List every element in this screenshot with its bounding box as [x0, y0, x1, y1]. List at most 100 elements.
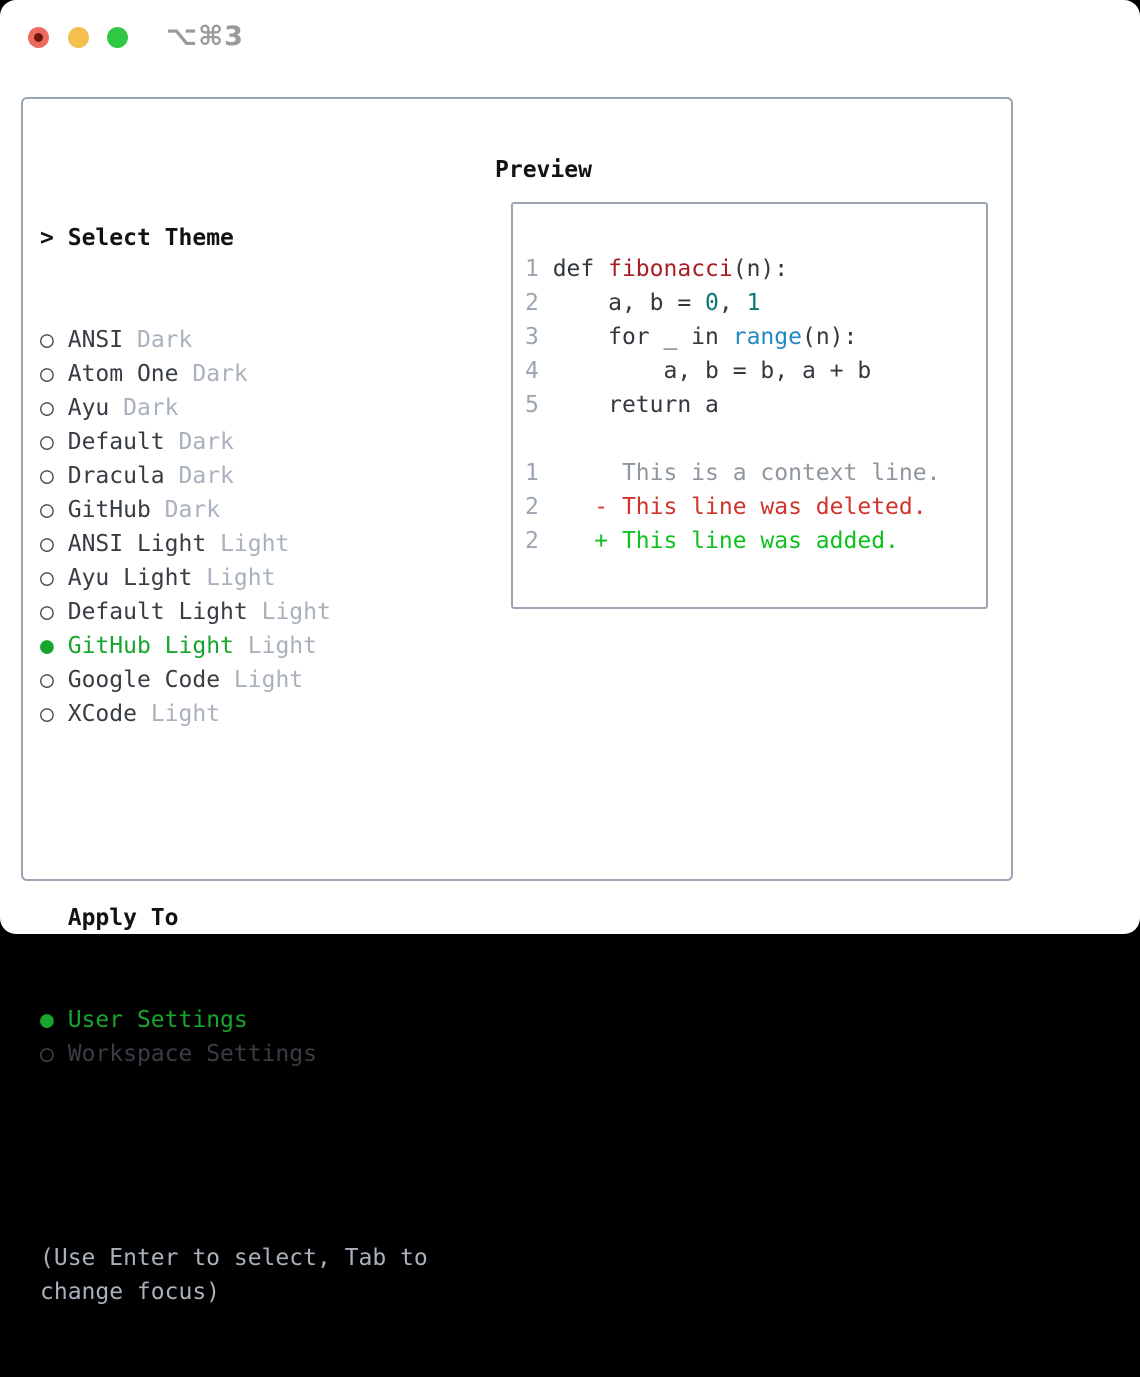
window-shortcut-label: ⌥⌘3: [166, 21, 244, 52]
radio-unselected-icon: ○: [40, 701, 54, 727]
theme-option-ansi-light[interactable]: ○ ANSI Light Light: [40, 527, 456, 561]
line-number: 2: [525, 494, 539, 520]
theme-variant-tag: Light: [261, 599, 331, 625]
theme-name: GitHub: [67, 497, 151, 523]
theme-option-dracula[interactable]: ○ Dracula Dark: [40, 459, 456, 493]
theme-option-ayu-light[interactable]: ○ Ayu Light Light: [40, 561, 456, 595]
preview-title: Preview: [495, 157, 592, 183]
theme-option-ayu[interactable]: ○ Ayu Dark: [40, 391, 456, 425]
app-window: ⌥⌘3 > Select Theme ○ ANSI Dark○ Atom One…: [0, 0, 1140, 1305]
theme-variant-tag: Dark: [136, 327, 193, 353]
theme-name: Default: [67, 429, 165, 455]
minimize-button[interactable]: [68, 27, 89, 48]
code-token: a, b = b, a + b: [538, 358, 872, 384]
code-token: (n):: [801, 324, 858, 350]
code-token: 0: [705, 290, 719, 316]
line-number: 1: [525, 256, 539, 282]
theme-variant-tag: Dark: [178, 463, 234, 489]
theme-list: ○ ANSI Dark○ Atom One Dark○ Ayu Dark○ De…: [40, 323, 456, 731]
theme-name: ANSI: [67, 327, 124, 353]
theme-option-default-light[interactable]: ○ Default Light Light: [40, 595, 456, 629]
code-token: [539, 494, 594, 520]
apply-option-workspace-settings[interactable]: ○ Workspace Settings: [40, 1037, 456, 1071]
code-token: for _ in: [538, 324, 733, 350]
zoom-button[interactable]: [107, 27, 128, 48]
apply-to-title: Apply To: [67, 905, 179, 931]
select-theme-title: Select Theme: [67, 225, 234, 251]
theme-variant-tag: Light: [220, 531, 290, 557]
indent-space: [40, 905, 54, 931]
code-token: 1: [746, 290, 761, 316]
code-token: - This line was deleted.: [594, 494, 927, 520]
theme-variant-tag: Light: [150, 701, 221, 727]
apply-option-label: Workspace Settings: [67, 1041, 317, 1067]
theme-name: Default Light: [67, 599, 248, 625]
theme-name: ANSI Light: [67, 531, 207, 557]
titlebar: ⌥⌘3: [0, 0, 1140, 75]
apply-to-header: Apply To: [40, 901, 456, 935]
radio-unselected-icon: ○: [40, 565, 54, 591]
radio-unselected-icon: ○: [40, 667, 54, 693]
radio-unselected-icon: ○: [40, 1041, 54, 1067]
apply-option-label: User Settings: [67, 1007, 248, 1033]
code-token: ,: [718, 290, 747, 316]
theme-variant-tag: Dark: [178, 429, 234, 455]
code-token: + This line was added.: [594, 528, 899, 554]
code-line: 3 for _ in range(n):: [525, 320, 986, 354]
radio-selected-icon: ●: [40, 1007, 54, 1033]
code-line: 2 - This line was deleted.: [525, 490, 986, 524]
code-token: This is a context line.: [538, 460, 941, 486]
radio-unselected-icon: ○: [40, 463, 54, 489]
line-number: 2: [525, 528, 539, 554]
radio-selected-icon: ●: [40, 633, 54, 659]
apply-to-list: ● User Settings○ Workspace Settings: [40, 1003, 456, 1071]
theme-option-xcode[interactable]: ○ XCode Light: [40, 697, 456, 731]
close-button[interactable]: [28, 27, 49, 48]
code-line: 1 def fibonacci(n):: [525, 252, 986, 286]
code-line: 1 This is a context line.: [525, 456, 986, 490]
prompt-cursor-icon: >: [40, 225, 54, 251]
theme-variant-tag: Dark: [192, 361, 248, 387]
radio-unselected-icon: ○: [40, 429, 54, 455]
theme-list-column: > Select Theme ○ ANSI Dark○ Atom One Dar…: [40, 153, 456, 1377]
theme-option-google-code[interactable]: ○ Google Code Light: [40, 663, 456, 697]
theme-name: Dracula: [67, 463, 165, 489]
theme-option-default[interactable]: ○ Default Dark: [40, 425, 456, 459]
line-number: 3: [525, 324, 539, 350]
theme-name: Google Code: [67, 667, 221, 693]
theme-option-github[interactable]: ○ GitHub Dark: [40, 493, 456, 527]
select-theme-header: > Select Theme: [40, 221, 456, 255]
spacer: [40, 799, 456, 833]
line-number: 5: [525, 392, 539, 418]
spacer: [40, 1139, 456, 1173]
theme-variant-tag: Dark: [123, 395, 179, 421]
theme-name: GitHub Light: [67, 633, 234, 659]
code-token: [539, 528, 594, 554]
theme-variant-tag: Dark: [164, 497, 221, 523]
code-line: 5 return a: [525, 388, 986, 422]
code-token: range: [732, 324, 802, 350]
theme-name: XCode: [67, 701, 137, 727]
code-token: return a: [538, 392, 719, 418]
theme-option-atom-one[interactable]: ○ Atom One Dark: [40, 357, 456, 391]
apply-option-user-settings[interactable]: ● User Settings: [40, 1003, 456, 1037]
hint-text: (Use Enter to select, Tab to change focu…: [40, 1245, 442, 1305]
theme-option-github-light[interactable]: ● GitHub Light Light: [40, 629, 456, 663]
theme-option-ansi[interactable]: ○ ANSI Dark: [40, 323, 456, 357]
code-token: a, b =: [538, 290, 706, 316]
radio-unselected-icon: ○: [40, 531, 54, 557]
code-token: fibonacci: [608, 256, 733, 282]
line-number: 1: [525, 460, 539, 486]
code-line: [525, 422, 986, 456]
theme-name: Atom One: [67, 361, 179, 387]
code-line: 2 a, b = 0, 1: [525, 286, 986, 320]
radio-unselected-icon: ○: [40, 497, 54, 523]
theme-picker-panel: > Select Theme ○ ANSI Dark○ Atom One Dar…: [21, 97, 1013, 1305]
line-number: 2: [525, 290, 539, 316]
code-line: 2 + This line was added.: [525, 524, 986, 558]
theme-variant-tag: Light: [233, 667, 304, 693]
theme-variant-tag: Light: [247, 633, 317, 659]
theme-name: Ayu: [67, 395, 110, 421]
code-token: def: [538, 256, 609, 282]
